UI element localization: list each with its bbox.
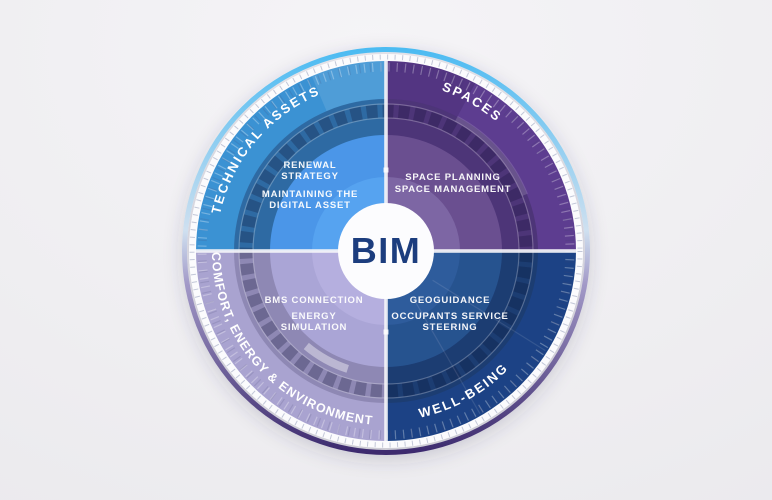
sublabel-space-management: SPACE MANAGEMENT: [395, 184, 512, 195]
center-circle: [338, 203, 434, 299]
sublabel-occupants-service: OCCUPANTS SERVICE: [391, 311, 508, 322]
sublabel-maintaining-line1: MAINTAINING THE: [262, 189, 358, 200]
sublabel-renewal-line2: STRATEGY: [281, 171, 338, 182]
highlight-arc-spaces: [454, 115, 528, 196]
sublabel-simulation: SIMULATION: [281, 322, 347, 333]
sublabel-renewal-line1: RENEWAL: [283, 160, 336, 171]
sublabel-steering: STEERING: [423, 322, 478, 333]
sublabel-maintaining-line2: DIGITAL ASSET: [269, 200, 350, 211]
outer-gradient-ring: [182, 47, 590, 455]
bim-label: BIM: [351, 230, 422, 271]
sublabel-bms-connection: BMS CONNECTION: [265, 295, 364, 306]
outer-tick-ring: [189, 54, 583, 448]
sublabel-space-planning: SPACE PLANNING: [405, 172, 500, 183]
wheel-group: TECHNICAL ASSETS SPACES WELL-BEING COMFO…: [182, 47, 590, 455]
separator-marker-top: [383, 167, 389, 173]
spoke-line-well-being-1: [432, 279, 546, 352]
spoke-line-well-being-2: [412, 298, 481, 415]
separator-marker-bottom: [383, 329, 389, 335]
highlight-arc-comfort: [303, 342, 350, 373]
sublabel-geoguidance: GEOGUIDANCE: [410, 295, 491, 306]
sublabel-energy: ENERGY: [292, 311, 337, 322]
